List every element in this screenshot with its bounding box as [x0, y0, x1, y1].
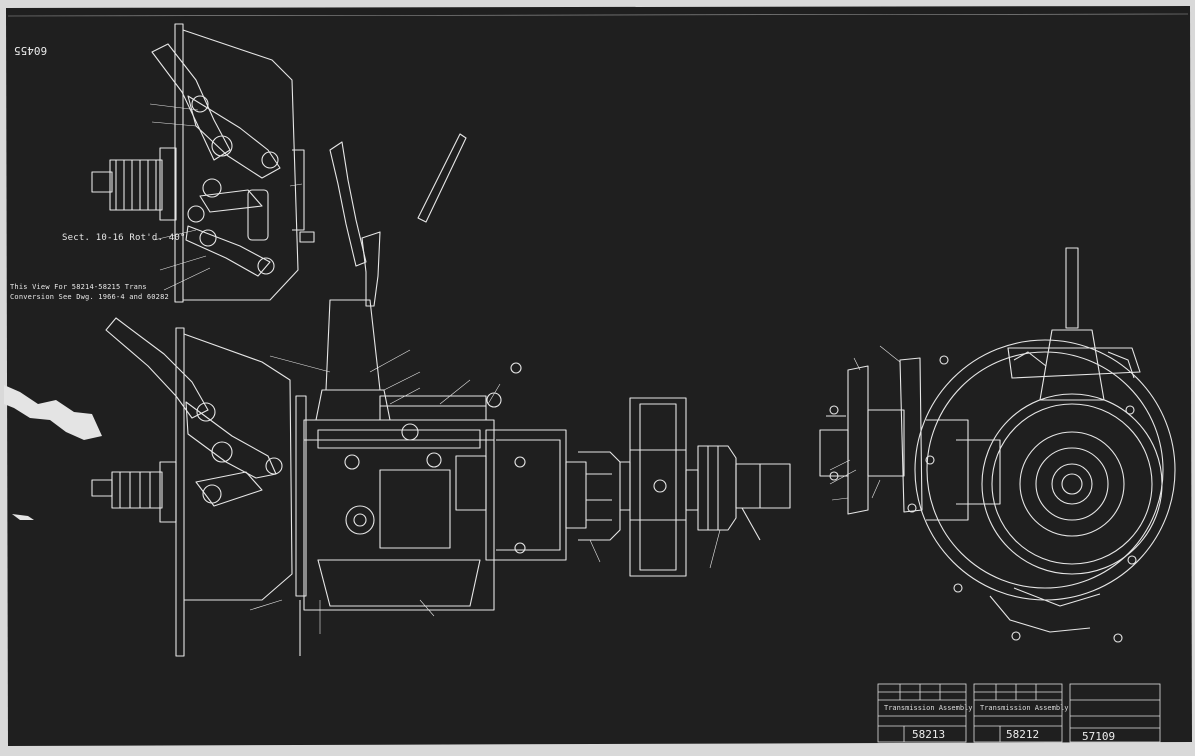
title-block-2 [973, 683, 1063, 743]
sheet-number: 60455 [14, 44, 48, 57]
note-trans-view: This View For 58214-58215 Trans [10, 283, 147, 291]
universal-joint-flange [620, 397, 791, 577]
note-conversion: Conversion See Dwg. 1966-4 and 60282 [10, 293, 169, 301]
clutch-housing-end-view [819, 247, 1176, 643]
title-block-group [877, 683, 1161, 743]
title-block-3 [1069, 683, 1161, 743]
title-block-1-title: Transmission Assembly [884, 704, 973, 712]
fold-line [7, 13, 1189, 17]
title-block-1 [877, 683, 967, 743]
title-block-1-number: 58213 [912, 728, 946, 741]
leader-lines [149, 103, 901, 634]
transmission-side-view [295, 299, 621, 656]
title-block-2-number: 58212 [1006, 728, 1040, 741]
title-block-3-number: 57109 [1082, 730, 1116, 743]
note-section-rotation: Sect. 10-16 Rot'd. 40° [62, 233, 186, 243]
gear-shift-levers [329, 133, 467, 307]
shift-linkage-lower-view [91, 317, 293, 657]
blueprint-background [6, 6, 1192, 746]
torn-notch [4, 385, 102, 440]
title-block-2-title: Transmission Assembly [980, 704, 1069, 712]
torn-mark [12, 514, 34, 520]
shift-linkage-upper-view [91, 23, 315, 303]
